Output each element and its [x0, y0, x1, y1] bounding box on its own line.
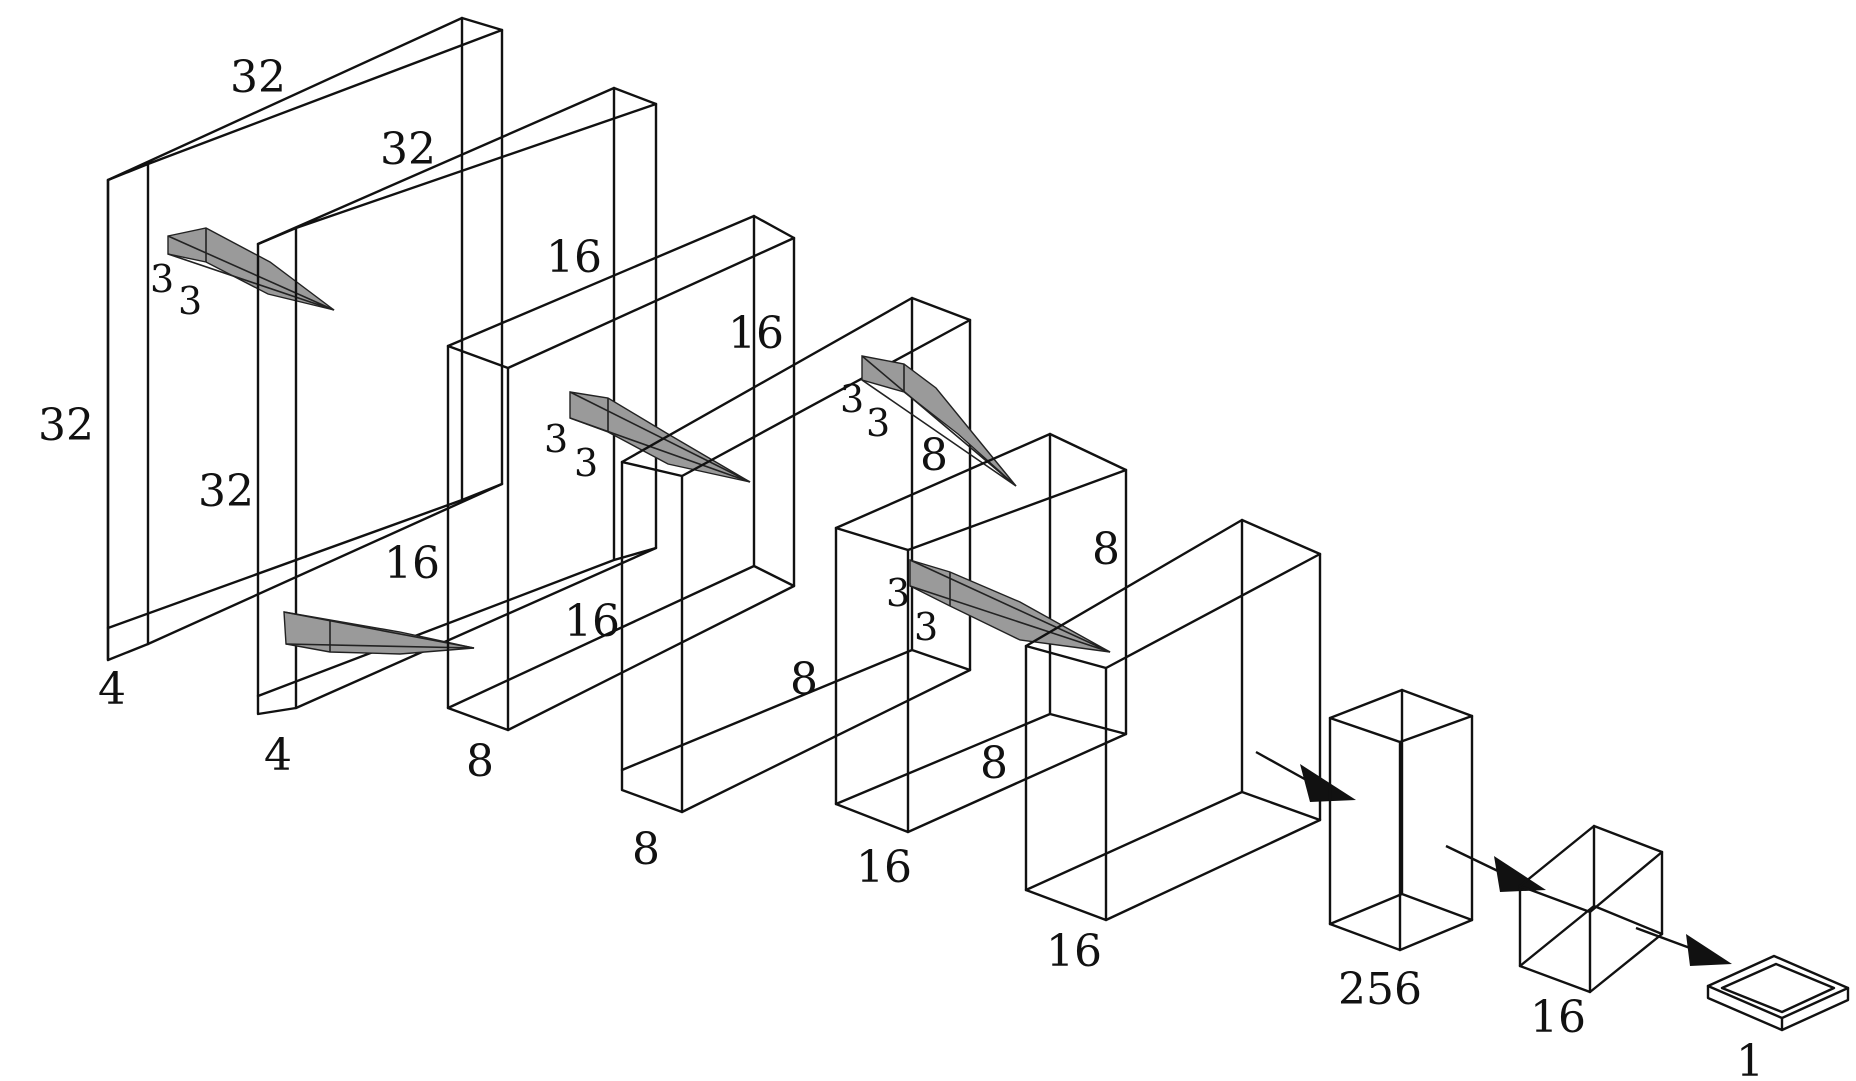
layer-input-height-label: 32 [38, 400, 94, 451]
layer-input-depth-label: 4 [98, 664, 126, 715]
layer-conv1-height-label: 32 [198, 466, 254, 517]
kernel-3-w-label: 3 [574, 441, 598, 485]
layer-fc2-depth-label: 16 [1530, 992, 1586, 1043]
arrow-conv3-to-fc1 [1255, 750, 1356, 802]
layer-conv2-height-label: 16 [564, 596, 620, 647]
layer-pool1-depth-label: 8 [466, 736, 494, 787]
layer-conv1-box [256, 86, 658, 716]
kernel-3-h-label: 3 [544, 417, 568, 461]
layer-conv2-depth-label: 8 [632, 824, 660, 875]
kernel-4-w-label: 3 [866, 401, 890, 445]
layer-fc1-depth-label: 256 [1338, 964, 1422, 1015]
kernel-5-w-label: 3 [914, 605, 938, 649]
layer-pool2-box [834, 432, 1128, 834]
layer-output-depth-label: 1 [1736, 1036, 1764, 1081]
layer-input-box [106, 16, 504, 662]
kernel-1 [167, 227, 335, 311]
arrowhead-icon [1686, 934, 1732, 966]
arrow-fc1-to-fc2 [1445, 844, 1546, 892]
layer-conv3-depth-label: 16 [1046, 926, 1102, 977]
layer-pool1-width-label: 16 [546, 232, 602, 283]
kernel-4-h-label: 3 [840, 377, 864, 421]
layer-conv1-width-label: 32 [380, 124, 436, 175]
layer-input-width-label: 32 [230, 52, 286, 103]
arrow-fc2-to-output [1635, 926, 1732, 966]
layer-output-box [1706, 954, 1850, 1032]
layer-pool2-height-label: 8 [790, 654, 818, 705]
layer-conv3-height-label: 8 [980, 738, 1008, 789]
layer-conv2-width-label: 16 [728, 308, 784, 359]
kernel-2 [283, 611, 475, 655]
layer-pool1-box [446, 214, 796, 732]
layer-pool2-width-label: 8 [920, 430, 948, 481]
arrowhead-icon [1300, 764, 1356, 802]
arrowhead-icon [1494, 856, 1546, 892]
kernel-5 [909, 559, 1111, 653]
layer-conv1-depth-label: 4 [264, 730, 292, 781]
layer-fc1-box [1328, 688, 1474, 952]
layer-conv3-box [1024, 518, 1322, 922]
kernel-5-h-label: 3 [886, 571, 910, 615]
layer-conv3-width-label: 8 [1092, 524, 1120, 575]
layer-fc2-box [1518, 824, 1664, 994]
layer-pool1-height-label: 16 [384, 538, 440, 589]
kernel-1-h-label: 3 [150, 257, 174, 301]
kernel-1-w-label: 3 [178, 279, 202, 323]
kernel-3 [569, 391, 751, 483]
layer-pool2-depth-label: 16 [856, 842, 912, 893]
kernel-4 [861, 355, 1017, 487]
